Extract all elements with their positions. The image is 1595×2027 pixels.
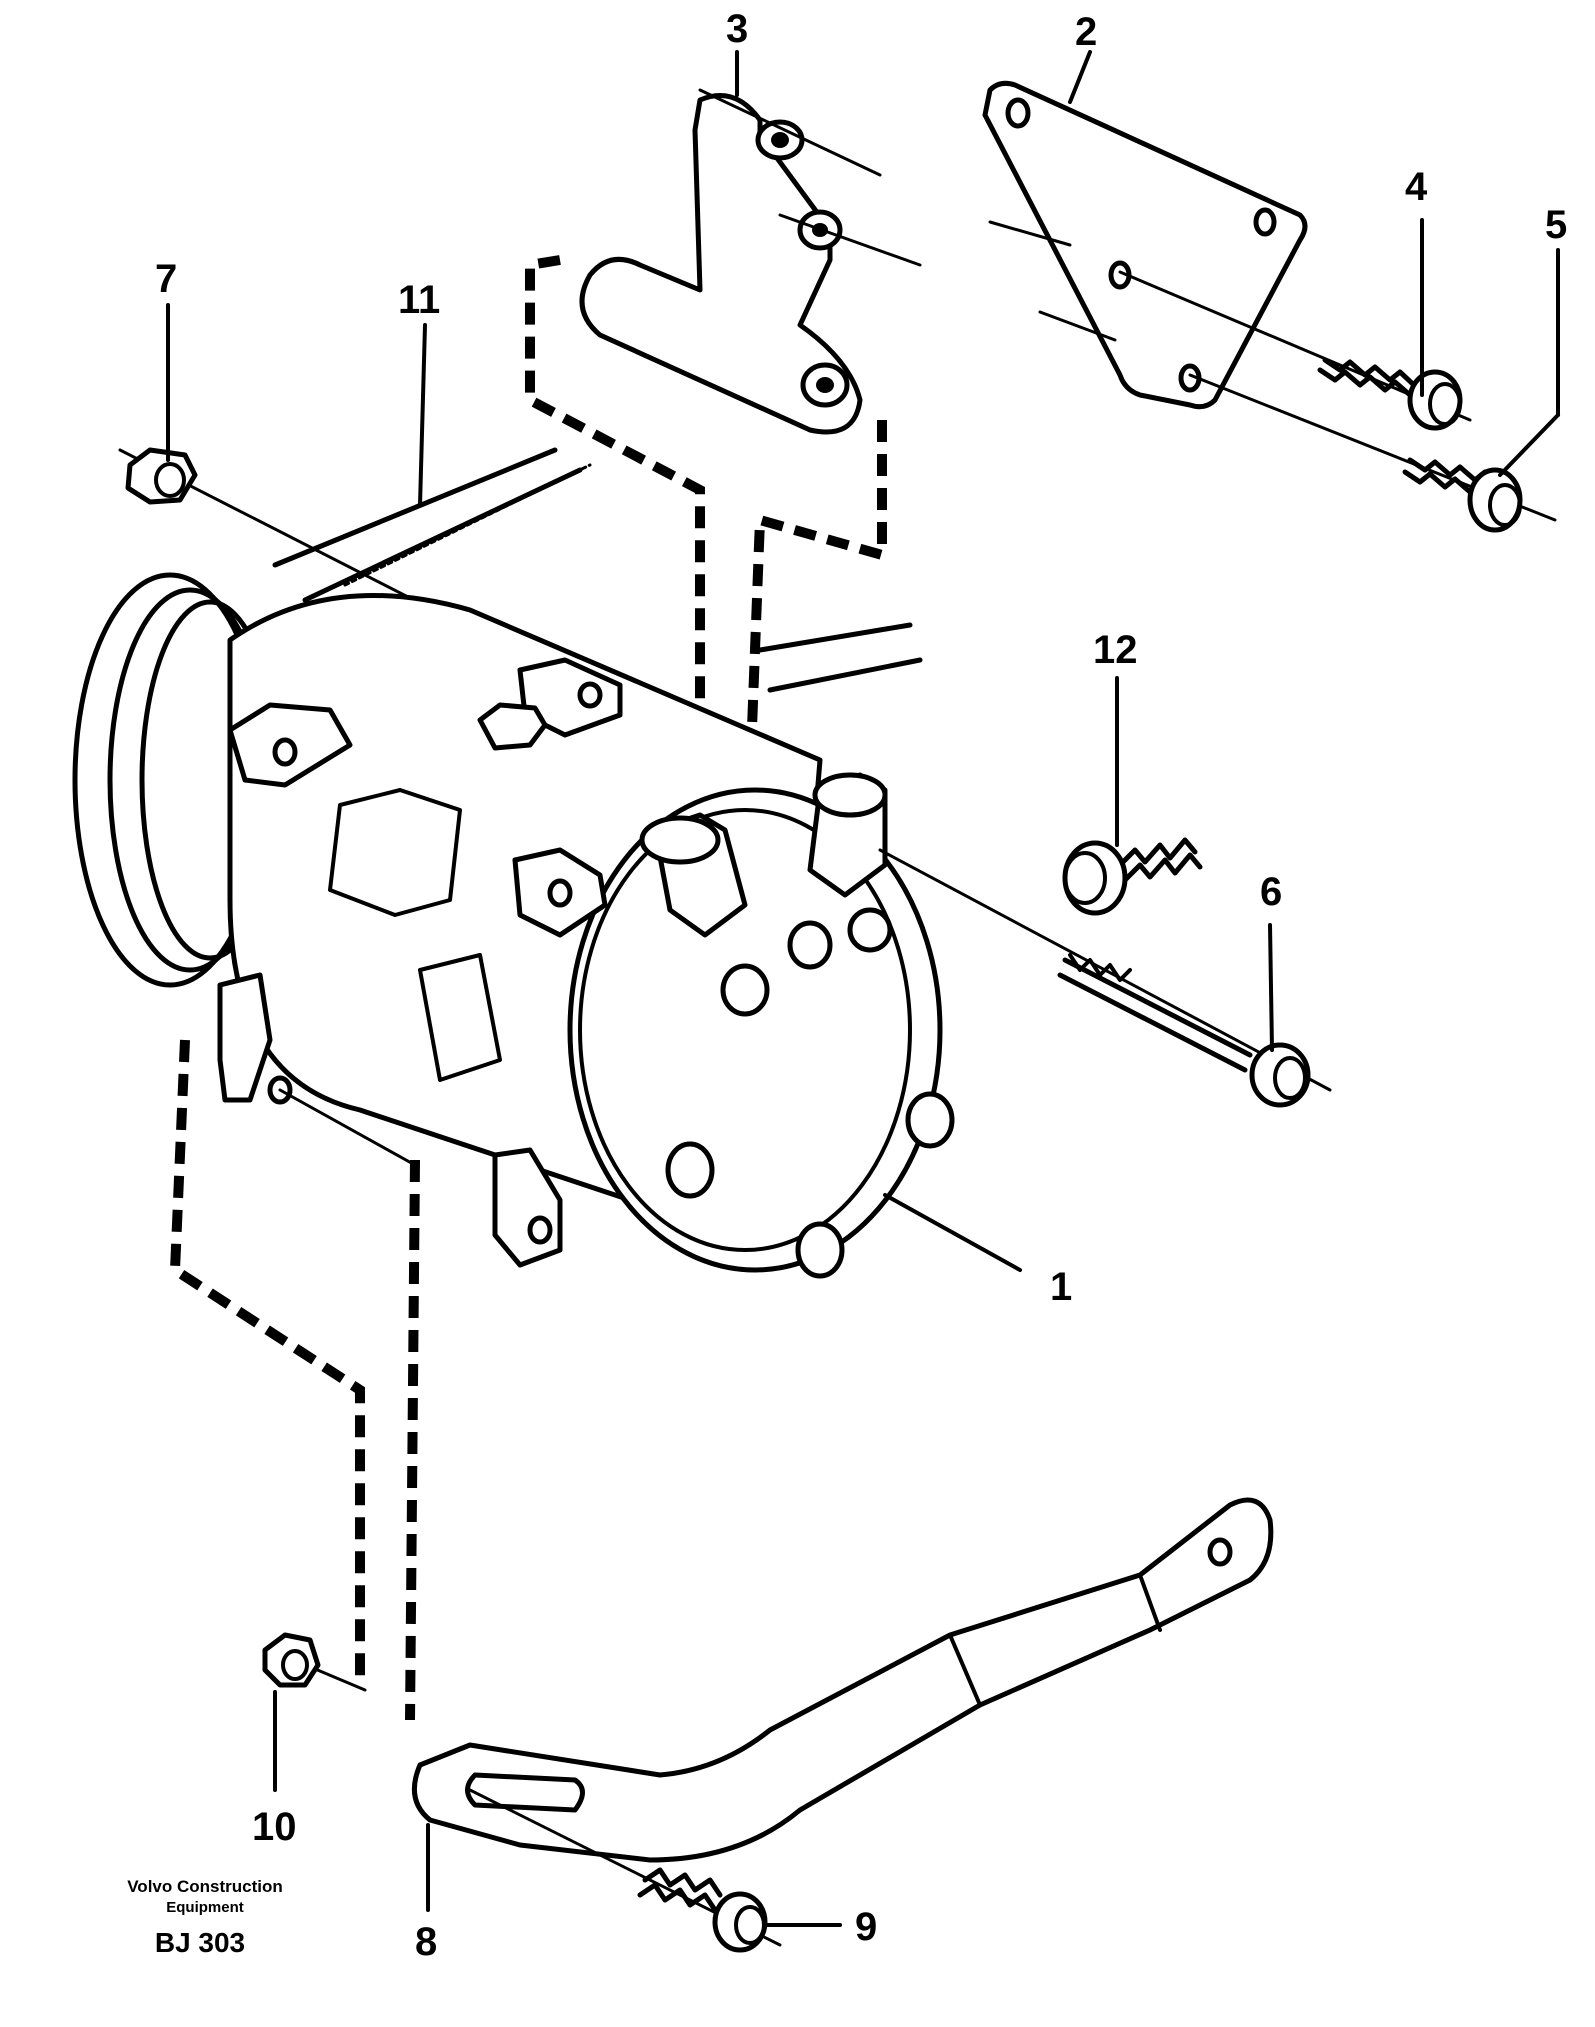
- callout-7: 7: [155, 257, 177, 301]
- publisher-line-1: Volvo Construction: [127, 1877, 283, 1896]
- lower-dashed-outline: [169, 1039, 420, 1721]
- part-1-compressor: [72, 572, 955, 1279]
- callout-5: 5: [1545, 203, 1567, 247]
- callout-3: 3: [726, 7, 748, 51]
- callout-11: 11: [398, 278, 440, 322]
- callout-6: 6: [1260, 870, 1282, 914]
- part-10-nut: [262, 1632, 367, 1692]
- part-5-bolt: [1188, 373, 1557, 533]
- part-2-mounting-plate: [982, 80, 1308, 410]
- callout-9: 9: [855, 1905, 877, 1949]
- publisher-line-2: Equipment: [166, 1899, 244, 1916]
- part-11-drive-belt: [272, 447, 923, 693]
- part-9-bolt: [468, 1788, 782, 1953]
- part-6-long-bolt: [878, 848, 1332, 1108]
- leader-lines: [166, 50, 1560, 1927]
- part-3-link-bracket: [579, 88, 922, 435]
- callout-10: 10: [252, 1805, 297, 1849]
- callout-8: 8: [415, 1920, 437, 1964]
- drawing-code: BJ 303: [155, 1927, 245, 1958]
- callout-2: 2: [1075, 10, 1097, 54]
- callout-1: 1: [1050, 1265, 1072, 1309]
- part-8-arm-bracket: [411, 1497, 1274, 1863]
- part-7-nut: [118, 447, 612, 702]
- callout-12: 12: [1093, 628, 1138, 672]
- upper-dashed-outline: [525, 255, 887, 781]
- publisher-footer: Volvo Construction Equipment BJ 303: [127, 1877, 283, 1958]
- callout-4: 4: [1405, 165, 1428, 209]
- callout-labels: 1 2 3 4 5 6 7 8 9 10 11 12: [155, 7, 1567, 1964]
- part-12-bolt: [1062, 837, 1203, 916]
